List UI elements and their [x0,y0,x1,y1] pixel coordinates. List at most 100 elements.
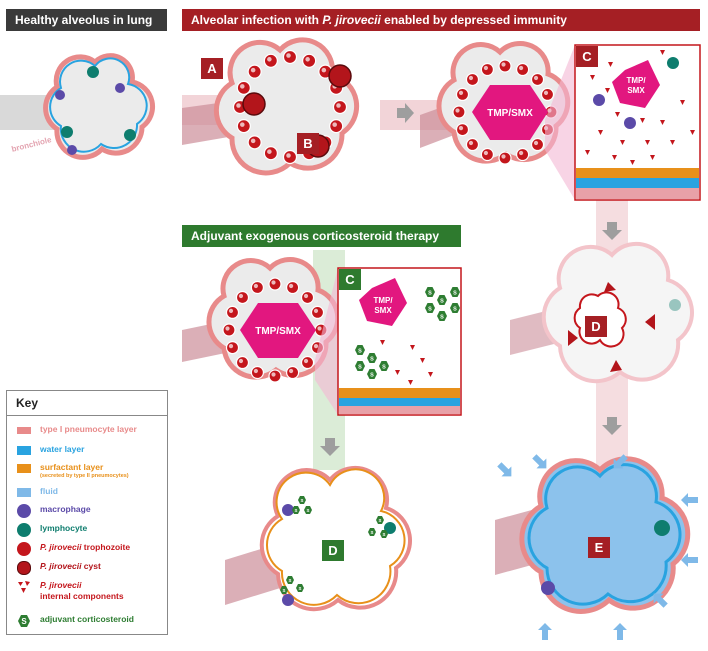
water-strip [339,398,460,406]
corticosteroid-icon [280,586,288,594]
alveolus-d-right [541,241,694,384]
trophozoite-core [468,75,474,81]
internal-component-icon [620,140,625,145]
trophozoite-icon [498,151,512,165]
zoom-wedge-c2 [315,268,338,415]
trophozoite-core [228,308,234,313]
fluid-inflow-arrow [681,553,698,567]
key-item-macrophage: macrophage [7,503,167,519]
tmp-smx-small [359,278,407,326]
trophozoite-core [483,65,488,71]
fluid-arrow-icon [613,454,628,469]
key-label: adjuvant corticosteroid [40,614,134,624]
internal-component-icon [408,380,413,385]
trophozoite-core [501,154,506,159]
corticosteroid-icon [367,353,377,363]
lymphocyte-icon [124,129,136,141]
trophozoite-core [303,293,309,299]
trophozoite-core [305,57,310,62]
trophozoite-core [250,138,256,144]
trophozoite-icon [516,62,530,77]
internal-component-icon [660,120,665,125]
trophozoite-core [483,150,488,156]
trophozoite-icon [480,147,494,162]
key-label-italic: P. jirovecii [40,542,82,552]
fluid-inflow-arrow [613,454,628,469]
lymphocyte-icon [87,66,99,78]
header-healthy: Healthy alveolus in lung [6,9,167,31]
trophozoite-core [533,75,539,81]
fluid-arrow-icon [497,462,512,477]
trophozoite-icon [455,123,470,137]
corticosteroid-label: S [301,498,304,503]
corticosteroid-label: S [453,306,457,312]
trophozoite-core [321,67,327,73]
corticosteroid-label: S [358,348,362,354]
trophozoite-icon [465,72,480,87]
trophozoite-core [240,122,245,127]
key-label-tail: cyst [81,561,101,571]
fluid-inflow-arrow [497,462,512,477]
zoom-wedge-c [545,45,575,200]
trophozoite-icon [268,369,282,383]
fluid-arrow-icon [538,623,552,640]
trophozoite-core [332,122,337,127]
inward-arrow-icon [604,282,616,292]
lymphocyte-icon [384,522,396,534]
header-therapy-text: Adjuvant exogenous corticosteroid therap… [191,229,440,243]
internal-component-icon [680,100,685,105]
trophozoite-core [271,280,276,285]
trophozoite-core [533,140,539,146]
fluid-arrow-icon [681,493,698,507]
macrophage-icon [593,94,605,106]
trophozoite-core [286,53,291,58]
macrophage-icon [282,594,294,606]
internal-component-icon [690,130,695,135]
tmp-smx-hexagon [240,303,316,358]
key-label: fluid [40,486,58,496]
trophozoite-core [267,57,272,62]
flow-arrow-icon [320,438,340,456]
corticosteroid-icon [380,530,388,538]
trophozoite-core [313,344,319,349]
trophozoite-core [289,368,294,374]
key-panel: Key type I pneumocyte layer water layer … [6,390,168,635]
header-infection-italic: P. jirovecii [322,13,381,27]
fluid-arrow-icon [532,454,547,469]
key-item-water: water layer [7,443,167,459]
trophozoite-icon [225,341,240,355]
internal-component-icon [650,155,655,160]
trophozoite-core [240,84,245,89]
alveolus-healthy [43,53,156,160]
internal-component-icon [420,358,425,363]
corticosteroid-icon [367,369,377,379]
lymphocyte-icon [654,520,670,536]
trophozoite-icon [465,137,480,152]
trophozoite-icon [540,87,555,101]
corticosteroid-label: S [428,306,432,312]
key-item-pneumocyte: type I pneumocyte layer [7,423,167,439]
key-item-trophozoite: P. jirovecii trophozoite [7,541,167,557]
trophozoite-icon [17,542,31,556]
trophozoite-core [289,283,294,289]
trophozoite-core [228,344,234,349]
trophozoite-core [238,358,244,364]
trophozoite-icon [310,305,325,319]
internal-component-icon [615,112,620,117]
corticosteroid-label: S [383,532,386,537]
corticosteroid-label: S [295,508,298,513]
trophozoite-core [271,372,276,377]
trophozoite-core [303,358,309,364]
label-a: A [201,58,223,79]
corticosteroid-label: S [371,530,374,535]
fluid-inflow-arrow [681,493,698,507]
inward-arrow-icon [645,314,655,330]
trophozoite-core [267,149,272,154]
key-label: macrophage [40,504,91,514]
inward-arrow-icon [610,360,622,372]
macrophage-icon [541,581,555,595]
key-item-cyst: P. jirovecii cyst [7,560,167,576]
key-item-surfactant: surfactant layer (secreted by type II pn… [7,461,167,483]
